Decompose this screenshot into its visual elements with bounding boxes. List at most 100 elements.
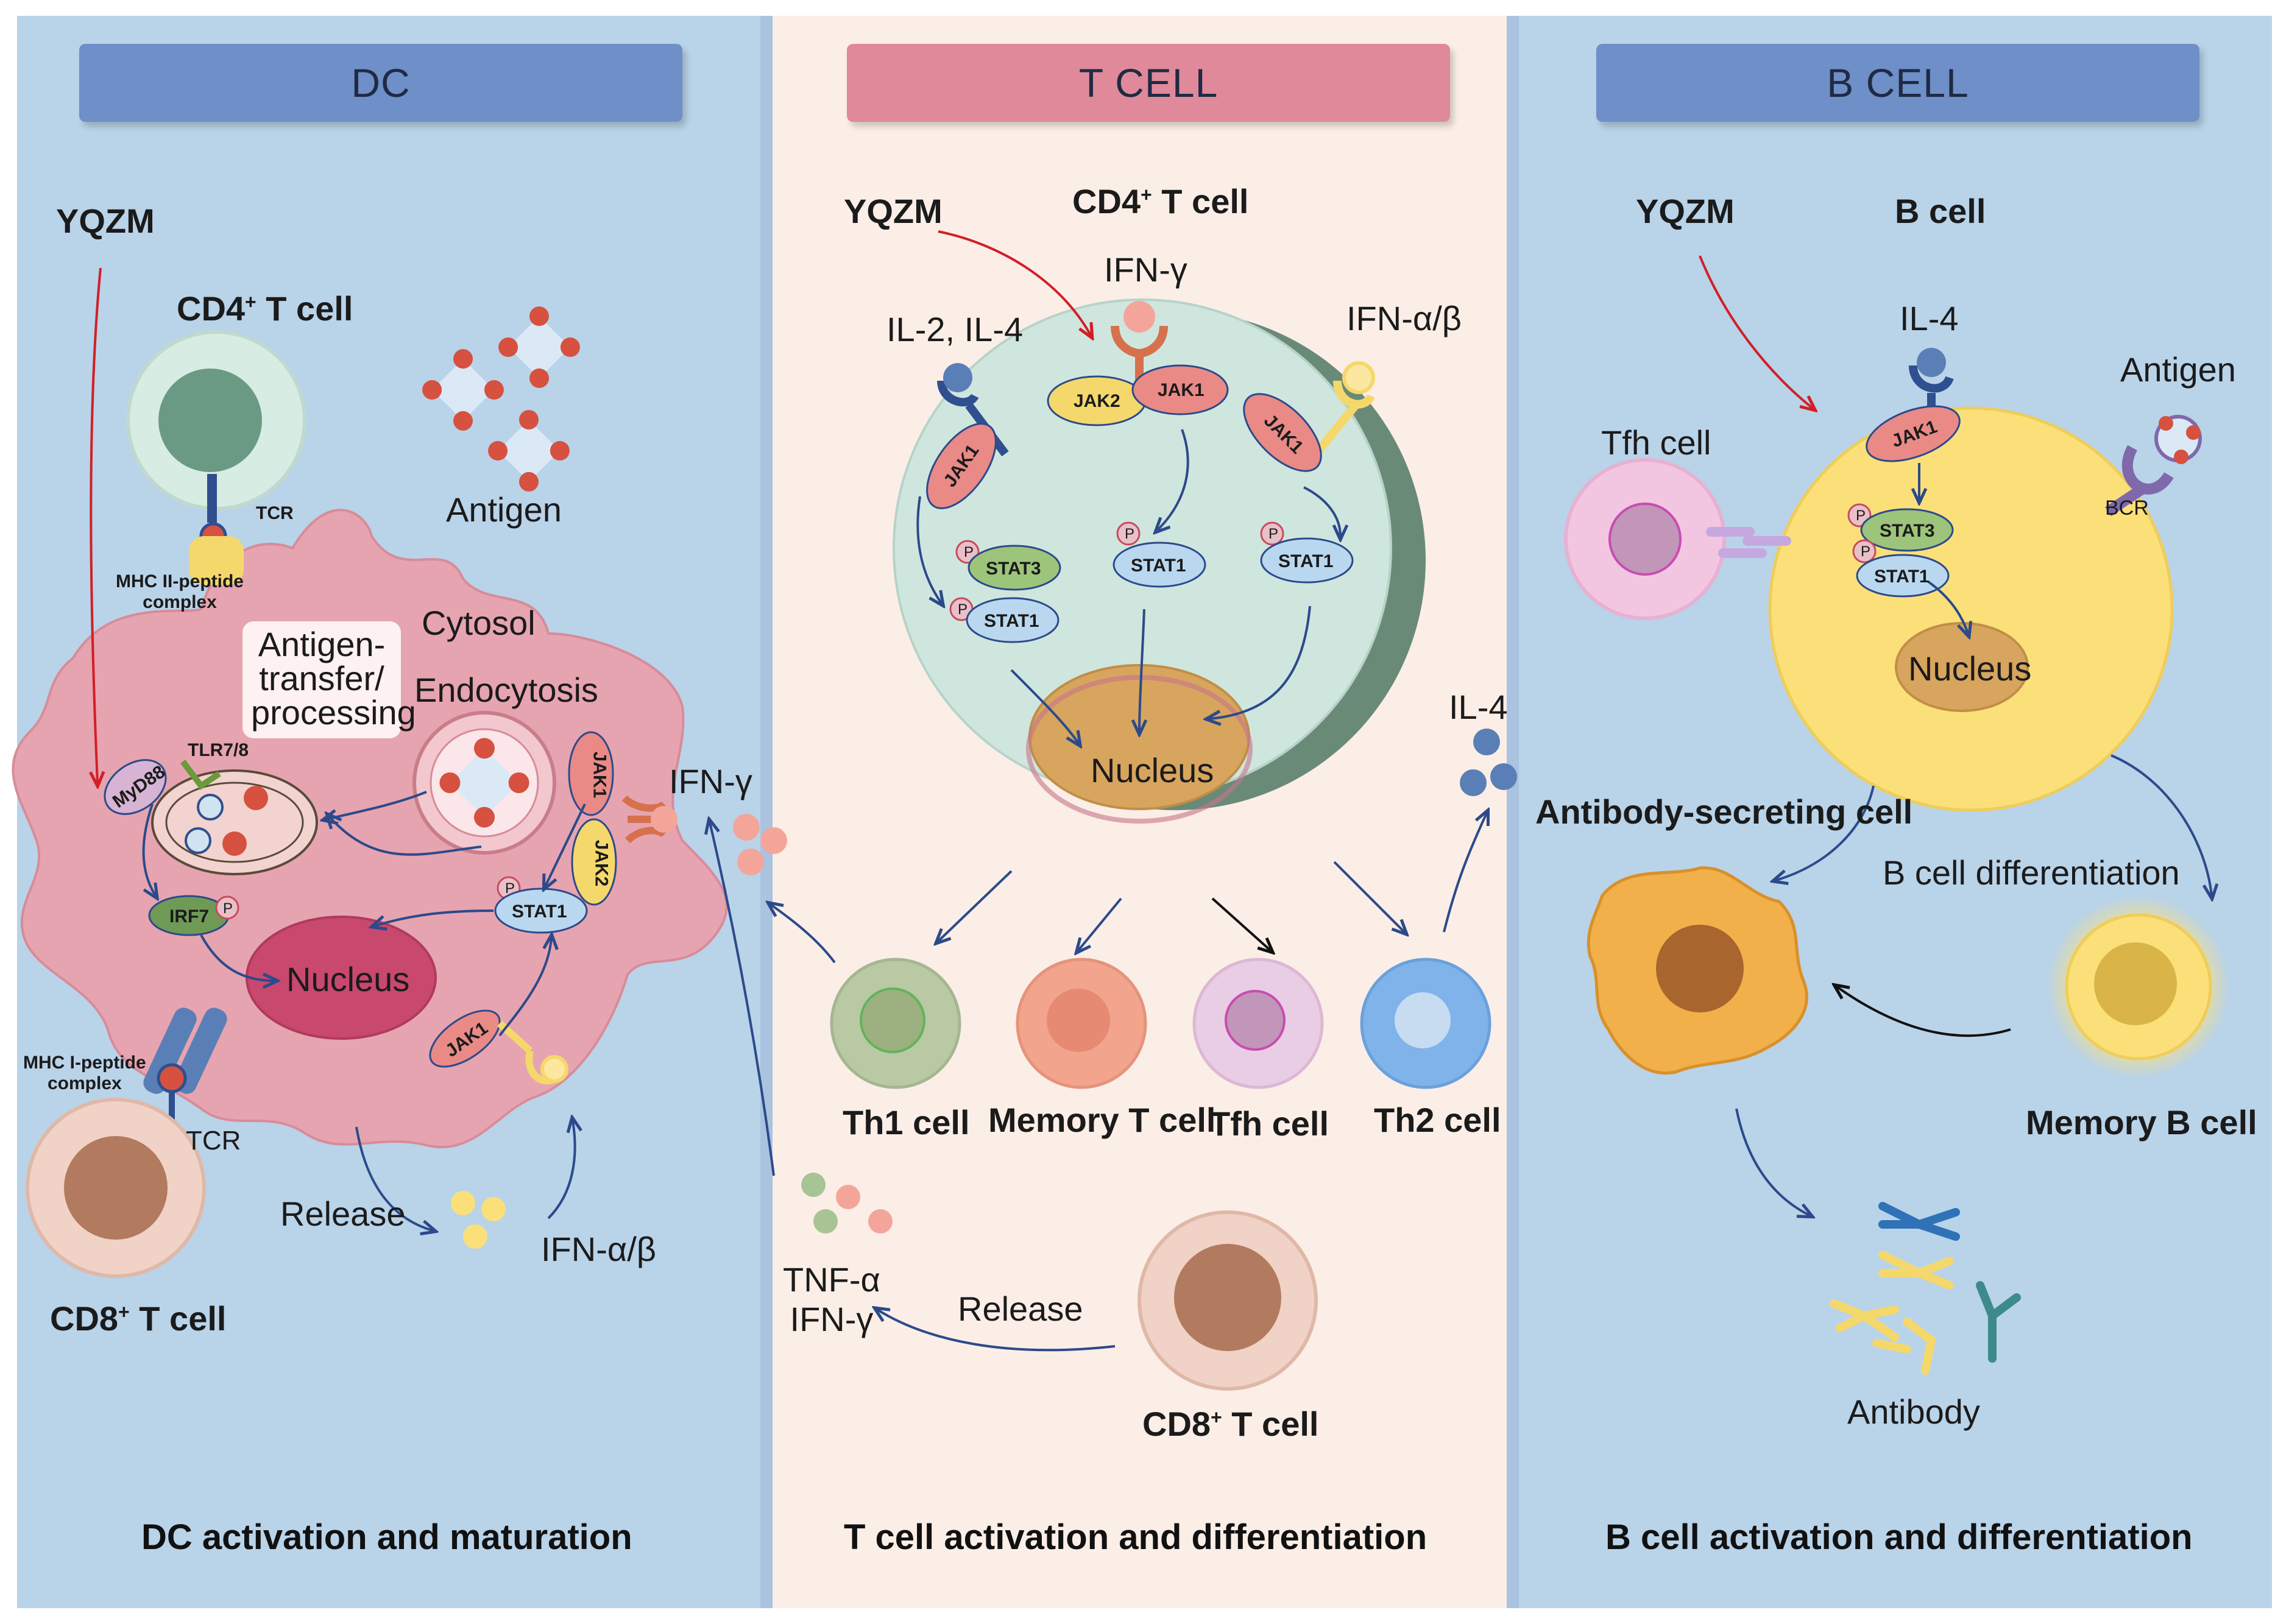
yqzm-arrow-dc — [91, 267, 101, 783]
tfh-label: Tfh cell — [1209, 1104, 1329, 1143]
dc-release-label: Release — [280, 1195, 406, 1233]
tlr-label: TLR7/8 — [188, 740, 249, 760]
b-tfh-label: Tfh cell — [1601, 423, 1711, 462]
dc-cd8-label: CD8+ T cell — [50, 1299, 227, 1338]
t-stat1-right-p: P — [1268, 526, 1279, 542]
b-stat1 — [1856, 554, 1950, 598]
dc-nucleus-label: Nucleus — [286, 960, 410, 998]
b-nucleus-label: Nucleus — [1908, 649, 2032, 688]
b-stat3-label: STAT3 — [1880, 521, 1935, 541]
t-ifng-label: IFN-γ — [1104, 250, 1187, 289]
tfh-cell-shape — [1192, 958, 1324, 1089]
t-stat1-left-label: STAT1 — [984, 611, 1039, 631]
b-diff-label: B cell differentiation — [1883, 853, 2180, 892]
dc-cd4-label: CD4+ T cell — [177, 289, 353, 328]
antibody-label: Antibody — [1847, 1393, 1980, 1431]
tcell-header-label: T CELL — [1078, 60, 1219, 105]
tcr-stalk — [207, 474, 217, 523]
myd88-protein — [104, 759, 167, 815]
dc-jak2-label: JAK2 — [591, 839, 612, 887]
t-stat1-right-label: STAT1 — [1278, 551, 1334, 571]
dc-jak1-label: JAK1 — [589, 751, 610, 799]
b-footer: B cell activation and differentiation — [1605, 1517, 2193, 1557]
dc-ifng-label: IFN-γ — [669, 762, 752, 800]
dc-header-label: DC — [351, 60, 411, 105]
t-stat3 — [968, 545, 1061, 591]
tcell-header: T CELL — [847, 44, 1450, 122]
dc-jak1 — [568, 731, 614, 816]
dc-ifnab-label: IFN-α/β — [541, 1230, 656, 1268]
dc-footer: DC activation and maturation — [141, 1517, 632, 1557]
bcell-body — [1768, 406, 2174, 812]
t-nucleus-label: Nucleus — [1091, 751, 1214, 789]
irf7-p-label: P — [223, 900, 233, 917]
b-stat1-label: STAT1 — [1874, 567, 1930, 587]
t-stat1-left — [966, 597, 1060, 643]
th2-label: Th2 cell — [1374, 1101, 1501, 1139]
t-jak2-label: JAK2 — [1074, 391, 1120, 411]
dc-stat1 — [494, 888, 588, 934]
yqzm-arrow-b — [1699, 255, 1813, 408]
bcr-label: BCR — [2105, 496, 2149, 520]
t-jak1-top — [1131, 364, 1229, 415]
t-stat1-mid-p: P — [1125, 526, 1135, 542]
dc-header: DC — [79, 44, 682, 122]
endosome — [151, 769, 318, 875]
t-yqzm-label: YQZM — [844, 192, 943, 230]
b-il4-label: IL-4 — [1900, 299, 1959, 337]
dc-antigen-label: Antigen — [446, 490, 562, 529]
t-stat1-left-p: P — [958, 601, 968, 618]
b-stat3 — [1860, 508, 1954, 552]
bcr-receptor — [2105, 445, 2174, 517]
yqzm-arrow-t — [938, 230, 1091, 335]
b-jak1 — [1866, 405, 1961, 462]
dc-stat1-label: STAT1 — [512, 902, 567, 922]
il2-il4-label: IL-2, IL-4 — [886, 310, 1024, 348]
memory-tcell-shape — [1016, 958, 1147, 1089]
irf7-label: IRF7 — [169, 906, 210, 927]
t-stat1-right — [1260, 537, 1354, 584]
dc-yqzm-label: YQZM — [56, 202, 155, 240]
bcell-header: B CELL — [1596, 44, 2199, 122]
t-cd4-label: CD4+ T cell — [1072, 182, 1249, 221]
t-cd8-label: CD8+ T cell — [1142, 1405, 1319, 1443]
t-cd8-tcell-nucleus — [1174, 1244, 1281, 1351]
th2-cell-shape — [1360, 958, 1491, 1089]
dc-tcr-top-label: TCR — [256, 503, 294, 523]
endocytosis-label: Endocytosis — [414, 671, 598, 709]
cytosol-label: Cytosol — [422, 604, 536, 642]
dc-stat1-p-label: P — [505, 880, 515, 897]
dc-cell-body — [12, 509, 728, 1149]
t-stat3-label: STAT3 — [986, 559, 1041, 579]
t-release-label: Release — [958, 1290, 1083, 1328]
t-stat3-p: P — [964, 544, 974, 560]
mhc2-complex — [189, 536, 244, 585]
th1-label: Th1 cell — [843, 1103, 970, 1142]
t-jak1-left — [926, 423, 997, 509]
b-yqzm-label: YQZM — [1636, 192, 1735, 230]
asc-label: Antibody-secreting cell — [1535, 793, 1913, 831]
t-stat1-mid-label: STAT1 — [1131, 556, 1186, 576]
tcell-panel-inner — [773, 16, 1507, 1608]
antigen-particles — [422, 306, 580, 492]
t-jak1-right — [1243, 393, 1322, 472]
b-antigen-label: Antigen — [2120, 350, 2236, 389]
memory-t-label: Memory T cell — [988, 1101, 1216, 1139]
t-jak1-top-label: JAK1 — [1158, 380, 1205, 400]
t-footer: T cell activation and differentiation — [844, 1517, 1428, 1557]
b-stat1-p: P — [1861, 543, 1871, 560]
memory-b-label: Memory B cell — [2026, 1103, 2257, 1142]
tfh-bcell-synapse — [1706, 527, 1791, 558]
bcell-header-label: B CELL — [1827, 60, 1969, 105]
mhc1-complex — [143, 1008, 227, 1133]
antibody-icons — [1830, 1202, 2021, 1375]
antigen-transfer-label: Antigen-transfer/processing — [251, 625, 416, 732]
dc-jak2 — [571, 818, 617, 906]
b-bcell-label: B cell — [1895, 192, 1986, 230]
t-il4-label: IL-4 — [1449, 688, 1508, 726]
